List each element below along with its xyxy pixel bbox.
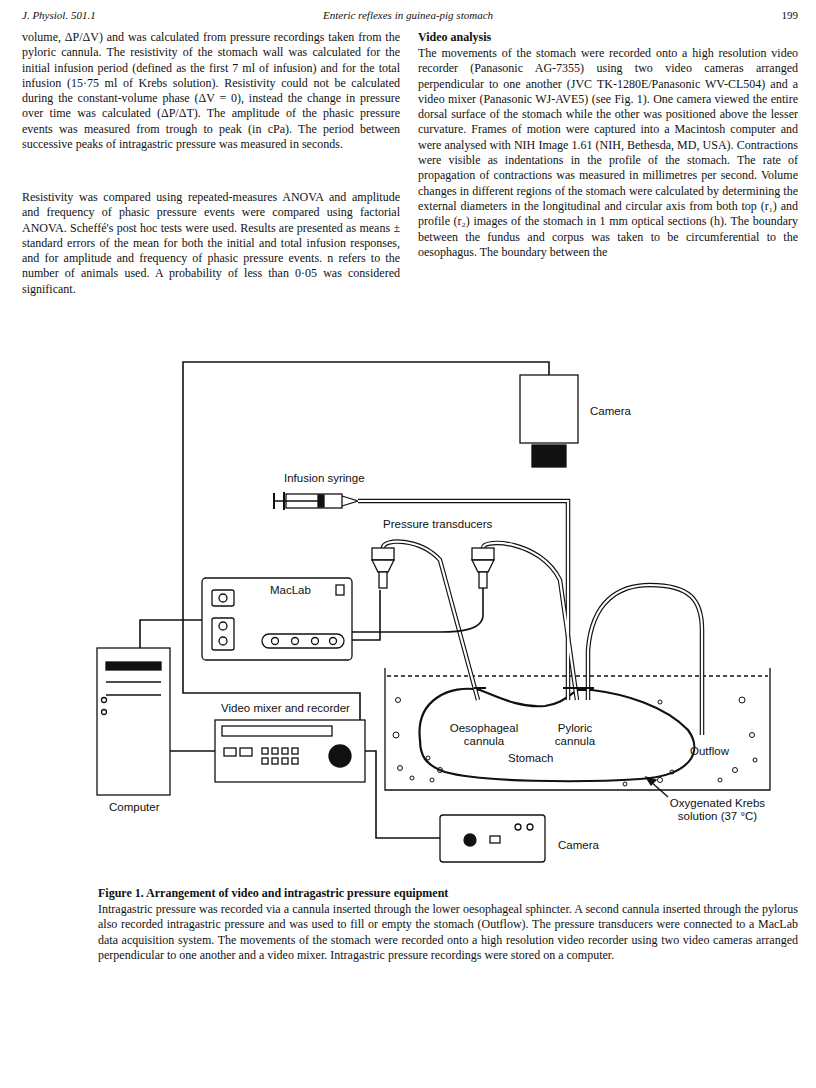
bubble	[670, 770, 674, 774]
camera-lens	[532, 445, 566, 467]
video-mixer: Video mixer and recorder	[215, 720, 365, 782]
running-head: J. Physiol. 501.1	[22, 8, 96, 23]
camera-body	[440, 815, 545, 862]
camera: Camera	[440, 815, 545, 862]
node-label: Stomach	[508, 752, 553, 765]
infusion-syringe: Infusion syringe	[272, 492, 362, 510]
bubble	[658, 778, 663, 783]
maclab-box	[202, 578, 352, 660]
bubble	[750, 733, 755, 738]
figure-title: Figure 1. Arrangement of video and intra…	[98, 886, 798, 901]
oesophageal-cannula: Oesophageal cannula	[446, 722, 522, 750]
bubble	[718, 778, 722, 782]
krebs-solution: Oxygenated Krebs solution (37 °C)	[655, 797, 780, 827]
pyloric-cannula: Pyloric cannula	[548, 722, 602, 750]
cable	[170, 750, 215, 752]
node-label: Computer	[109, 801, 160, 814]
stomach: Stomach Oesophageal cannula Pyloric cannul…	[418, 686, 695, 782]
body-paragraph: Resistivity was compared using repeated-…	[22, 190, 400, 297]
node-label: Infusion syringe	[284, 472, 365, 485]
node-label: Pyloric cannula	[548, 722, 602, 748]
cable	[140, 620, 202, 648]
computer-tower	[97, 648, 170, 795]
computer: Computer	[97, 648, 170, 795]
camera-body	[520, 375, 578, 443]
bubble	[426, 756, 430, 760]
node-label: Pressure transducers	[383, 518, 492, 531]
page-number: 199	[700, 8, 798, 23]
cable	[352, 590, 380, 640]
node-label: Oxygenated Krebs solution (37 °C)	[655, 797, 780, 823]
section-heading: Video analysis	[418, 30, 798, 45]
node-label: Camera	[558, 839, 599, 852]
node-label: Video mixer and recorder	[221, 702, 350, 715]
bubble	[739, 697, 745, 703]
body-paragraph: The movements of the stomach were record…	[418, 46, 798, 260]
bubble	[753, 758, 757, 762]
bubble	[733, 768, 738, 773]
stomach-outline	[420, 689, 695, 781]
bubble	[430, 778, 434, 782]
running-title: Enteric reflexes in guinea-pig stomach	[258, 8, 558, 23]
node-label: Outflow	[690, 745, 729, 758]
figure-caption: Intragastric pressure was recorded via a…	[98, 902, 798, 963]
bubble	[438, 768, 443, 773]
waterline	[387, 675, 768, 676]
cable	[183, 362, 549, 720]
body-paragraph: volume, ΔP/ΔV) and was calculated from p…	[22, 30, 400, 152]
pressure-transducers: Pressure transducers	[368, 540, 498, 590]
video-mixer-box	[215, 720, 365, 782]
bubble	[393, 732, 399, 738]
node-label: Camera	[590, 405, 631, 418]
pressure-transducer	[372, 548, 494, 588]
cable	[365, 751, 440, 838]
bubble	[410, 776, 414, 780]
outflow: Outflow	[690, 745, 742, 761]
node-label: Oesophageal cannula	[446, 722, 522, 748]
bubble	[658, 700, 662, 704]
syringe-plunger	[274, 500, 318, 501]
bubble	[623, 782, 627, 786]
bath	[385, 668, 770, 790]
camera: Camera	[520, 375, 578, 443]
bubble	[398, 766, 403, 771]
node-label: MacLab	[270, 584, 311, 597]
maclab: MacLab	[202, 578, 352, 660]
bubble	[396, 698, 401, 703]
syringe-plunger-head	[318, 495, 324, 507]
